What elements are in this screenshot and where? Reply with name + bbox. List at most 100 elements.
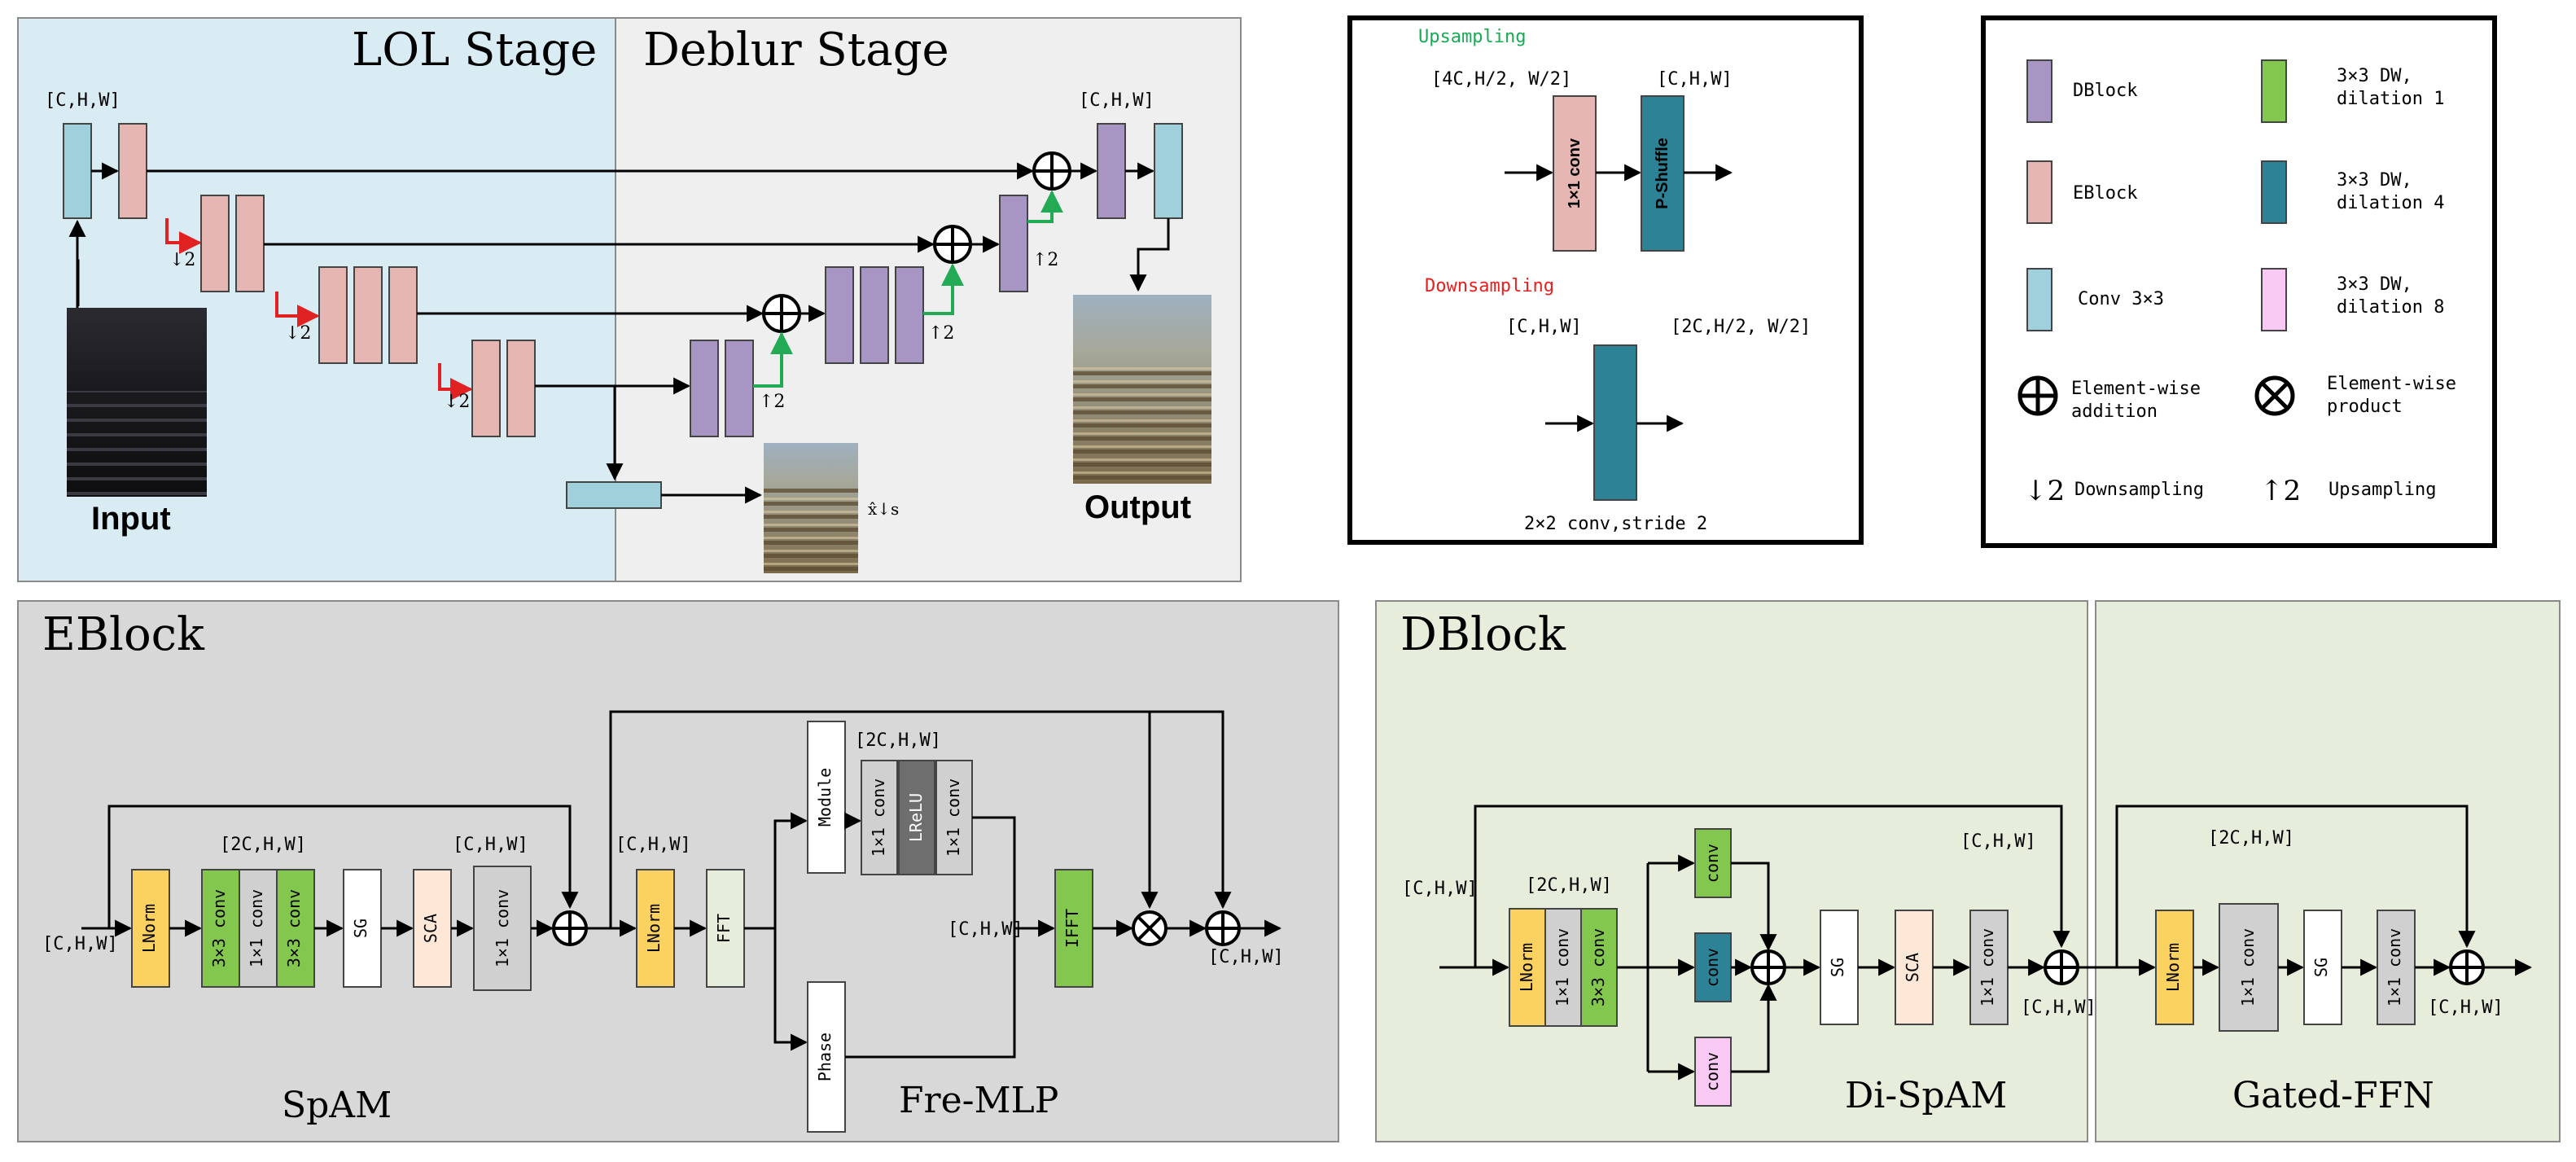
d-sca-label: SCA [1903, 953, 1922, 982]
legend-dblock: DBlock [2073, 81, 2137, 101]
downsampling-title: Downsampling [1425, 276, 1554, 296]
d-conv3-1 [1580, 908, 1618, 1027]
e-sca-label: SCA [421, 914, 440, 943]
d-sg-1 [1820, 910, 1859, 1025]
legend-prod-1: Element-wise [2327, 374, 2456, 394]
e-lnorm-1-label: LNorm [139, 904, 159, 953]
conv3x3-output-block [1154, 123, 1183, 219]
e-dim-2c: [2C,H,W] [220, 835, 306, 855]
d-lnorm-2-label: LNorm [2163, 943, 2183, 992]
output-label: Output [1084, 489, 1191, 525]
legend-up-icon: ↑2 [2260, 475, 2301, 507]
dblock-title: DBlock [1400, 608, 1566, 661]
e-conv1-2-label: 1×1 conv [493, 889, 512, 967]
network-panel: LOL Stage Deblur Stage [C,H,W] [C,H,W] I… [17, 17, 1242, 582]
dblock-l3-a [690, 340, 719, 437]
legend-panel: DBlock EBlock Conv 3×3 Element-wise addi… [1981, 15, 2497, 548]
e-phase [807, 981, 846, 1133]
input-label: Input [91, 501, 171, 537]
d-conv1-3-label: 1×1 conv [2238, 928, 2258, 1006]
eblock-l3-b [506, 340, 536, 437]
gatedffn-label: Gated-FFN [2232, 1075, 2434, 1116]
d-dim-2c: [2C,H,W] [1526, 875, 1612, 896]
legend-down-text: Downsampling [2074, 480, 2204, 500]
fremlp-label: Fre-MLP [899, 1080, 1058, 1121]
conv3x3-lol-out-block [566, 481, 662, 509]
e-module [807, 721, 846, 874]
legend-eblock-swatch [2026, 160, 2052, 224]
d-sg-2 [2303, 910, 2342, 1025]
legend-conv3: Conv 3×3 [2078, 289, 2164, 309]
legend-dw4-2: dilation 4 [2337, 193, 2444, 213]
e-lnorm-2 [636, 869, 675, 988]
legend-eblock: EBlock [2073, 183, 2137, 204]
down2-l3: ↓2 [444, 392, 470, 412]
d-conv1-3 [2219, 903, 2279, 1032]
e-ifft-label: IFFT [1062, 909, 1082, 948]
down2-l2: ↓2 [285, 323, 311, 344]
up2-l2: ↑2 [928, 323, 954, 344]
e-conv3-2 [276, 869, 315, 988]
legend-down-icon: ↓2 [2024, 475, 2065, 507]
legend-dw8-swatch [2261, 268, 2287, 331]
d-dim-out: [C,H,W] [2428, 998, 2504, 1018]
legend-dw1-swatch [2261, 59, 2287, 123]
spam-label: SpAM [282, 1085, 392, 1126]
e-fft-label: FFT [714, 914, 734, 943]
d-dw4-label: conv [1702, 948, 1722, 987]
e-conv1-1-label: 1×1 conv [247, 889, 266, 967]
sampling-panel: Upsampling [4C,H/2, W/2] [C,H,W] 1×1 con… [1347, 15, 1864, 545]
e-lnorm-2-label: LNorm [644, 904, 664, 953]
e-dim-c-3: [C,H,W] [948, 919, 1023, 940]
up-in-dim: [4C,H/2, W/2] [1431, 69, 1571, 90]
eblock-l2-b [353, 266, 383, 364]
d-sg-2-label: SG [2311, 958, 2331, 977]
e-fre-conv1-b [935, 760, 973, 875]
down2-l1: ↓2 [169, 250, 195, 270]
d-sca [1895, 910, 1934, 1025]
dim-output: [C,H,W] [1079, 90, 1154, 111]
legend-add-2: addition [2071, 401, 2158, 422]
e-lnorm-1 [131, 869, 170, 988]
eblock-l1-b [235, 195, 265, 292]
e-fre-conv1-a [861, 760, 898, 875]
e-sg-label: SG [351, 919, 370, 938]
d-dim-c-2: [C,H,W] [2021, 998, 2096, 1018]
eblock-title: EBlock [42, 608, 205, 661]
dispam-label: Di-SpAM [1845, 1075, 2007, 1116]
conv3x3-input-block [63, 123, 92, 219]
e-fre-conv1-a-label: 1×1 conv [869, 778, 888, 857]
down-in-dim: [C,H,W] [1506, 317, 1582, 337]
d-dim-2c-2: [2C,H,W] [2208, 828, 2294, 848]
legend-dw4-1: 3×3 DW, [2337, 170, 2412, 191]
legend-dw8-1: 3×3 DW, [2337, 274, 2412, 295]
e-dim-out: [C,H,W] [1208, 947, 1284, 967]
e-sca [413, 869, 452, 988]
eblock-in-dim: [C,H,W] [42, 934, 118, 954]
d-dw8-label: conv [1702, 1052, 1722, 1091]
d-dw1-conv [1694, 828, 1732, 898]
up-conv1x1-block [1553, 95, 1597, 252]
dblock-l1 [999, 195, 1028, 292]
e-dim-c-1: [C,H,W] [453, 835, 528, 855]
d-conv1-2 [1969, 910, 2009, 1025]
e-sg [343, 869, 382, 988]
legend-dw8-2: dilation 8 [2337, 297, 2444, 318]
eblock-l1-a [200, 195, 230, 292]
down-conv-block [1593, 344, 1637, 501]
legend-dblock-swatch [2026, 59, 2052, 123]
d-conv1-4 [2377, 910, 2416, 1025]
dblock-l2-a [825, 266, 854, 364]
legend-add-1: Element-wise [2071, 379, 2201, 399]
xs-label: x̂↓s [868, 499, 899, 519]
d-dim-c-1: [C,H,W] [1960, 831, 2036, 852]
eblock-l2-c [388, 266, 418, 364]
dblock-l2-c [895, 266, 924, 364]
down-caption: 2×2 conv,stride 2 [1524, 514, 1707, 534]
up2-l3: ↑2 [759, 392, 785, 412]
e-module-label: Module [815, 768, 835, 827]
e-conv3-1-label: 3×3 conv [209, 889, 229, 967]
up-conv1x1-label: 1×1 conv [1566, 138, 1584, 208]
d-dw8-conv [1694, 1037, 1732, 1107]
